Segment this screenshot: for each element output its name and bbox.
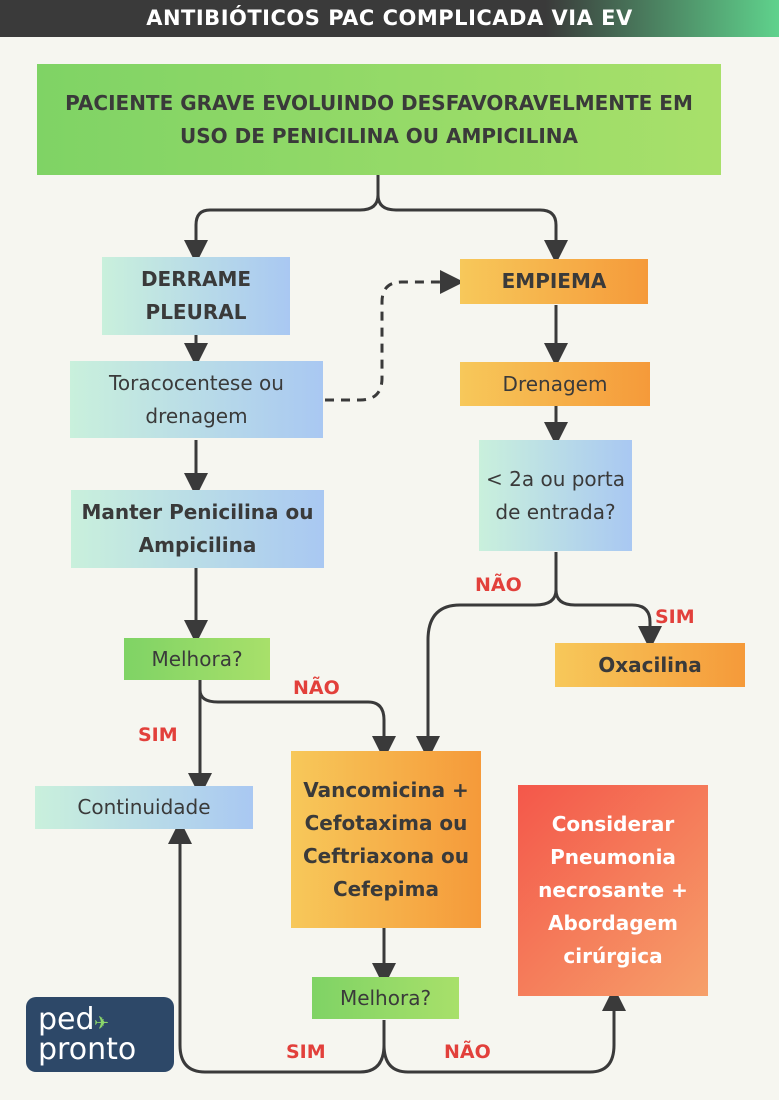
page-title: ANTIBIÓTICOS PAC COMPLICADA VIA EV bbox=[0, 0, 779, 37]
logo-line2: pronto bbox=[38, 1032, 137, 1067]
node-empiema: EMPIEMA bbox=[460, 259, 648, 304]
node-continuidade: Continuidade bbox=[35, 786, 253, 829]
arrow-top-empiema bbox=[376, 194, 568, 264]
label-nao-melhora1: NÃO bbox=[293, 677, 340, 699]
paper-plane-icon: ✈ bbox=[94, 1013, 110, 1034]
node-melhora1: Melhora? bbox=[124, 638, 270, 680]
arrow-idade-nao bbox=[416, 589, 558, 760]
node-top: PACIENTE GRAVE EVOLUINDO DESFAVORAVELMEN… bbox=[37, 64, 721, 175]
node-melhora2: Melhora? bbox=[312, 977, 459, 1019]
arrow-melhora1-nao bbox=[198, 680, 396, 760]
arrow-melhora2-sim bbox=[168, 820, 386, 1074]
pedpronto-logo: ped pronto ✈ bbox=[26, 997, 174, 1072]
label-nao-melhora2: NÃO bbox=[444, 1041, 491, 1063]
node-oxacilina: Oxacilina bbox=[555, 643, 745, 687]
label-sim-melhora1: SIM bbox=[138, 724, 178, 746]
node-toraco: Toracocentese ou drenagem bbox=[70, 361, 323, 438]
arrow-top-split bbox=[184, 175, 380, 264]
node-vanco: Vancomicina + Cefotaxima ou Ceftriaxona … bbox=[291, 751, 481, 928]
arrow-idade-sim bbox=[554, 552, 662, 650]
node-idade: < 2a ou porta de entrada? bbox=[479, 440, 632, 551]
node-manter: Manter Penicilina ou Ampicilina bbox=[71, 490, 324, 568]
logo-line1: ped bbox=[38, 1002, 95, 1037]
arrow-toraco-empiema bbox=[325, 270, 464, 402]
arrow-melhora2-nao bbox=[382, 987, 626, 1074]
node-drenagem: Drenagem bbox=[460, 362, 650, 406]
node-considerar: Considerar Pneumonia necrosante + Aborda… bbox=[518, 785, 708, 996]
label-sim-idade: SIM bbox=[655, 606, 695, 628]
label-nao-idade: NÃO bbox=[475, 574, 522, 596]
label-sim-melhora2: SIM bbox=[286, 1041, 326, 1063]
node-derrame: DERRAME PLEURAL bbox=[102, 257, 290, 335]
